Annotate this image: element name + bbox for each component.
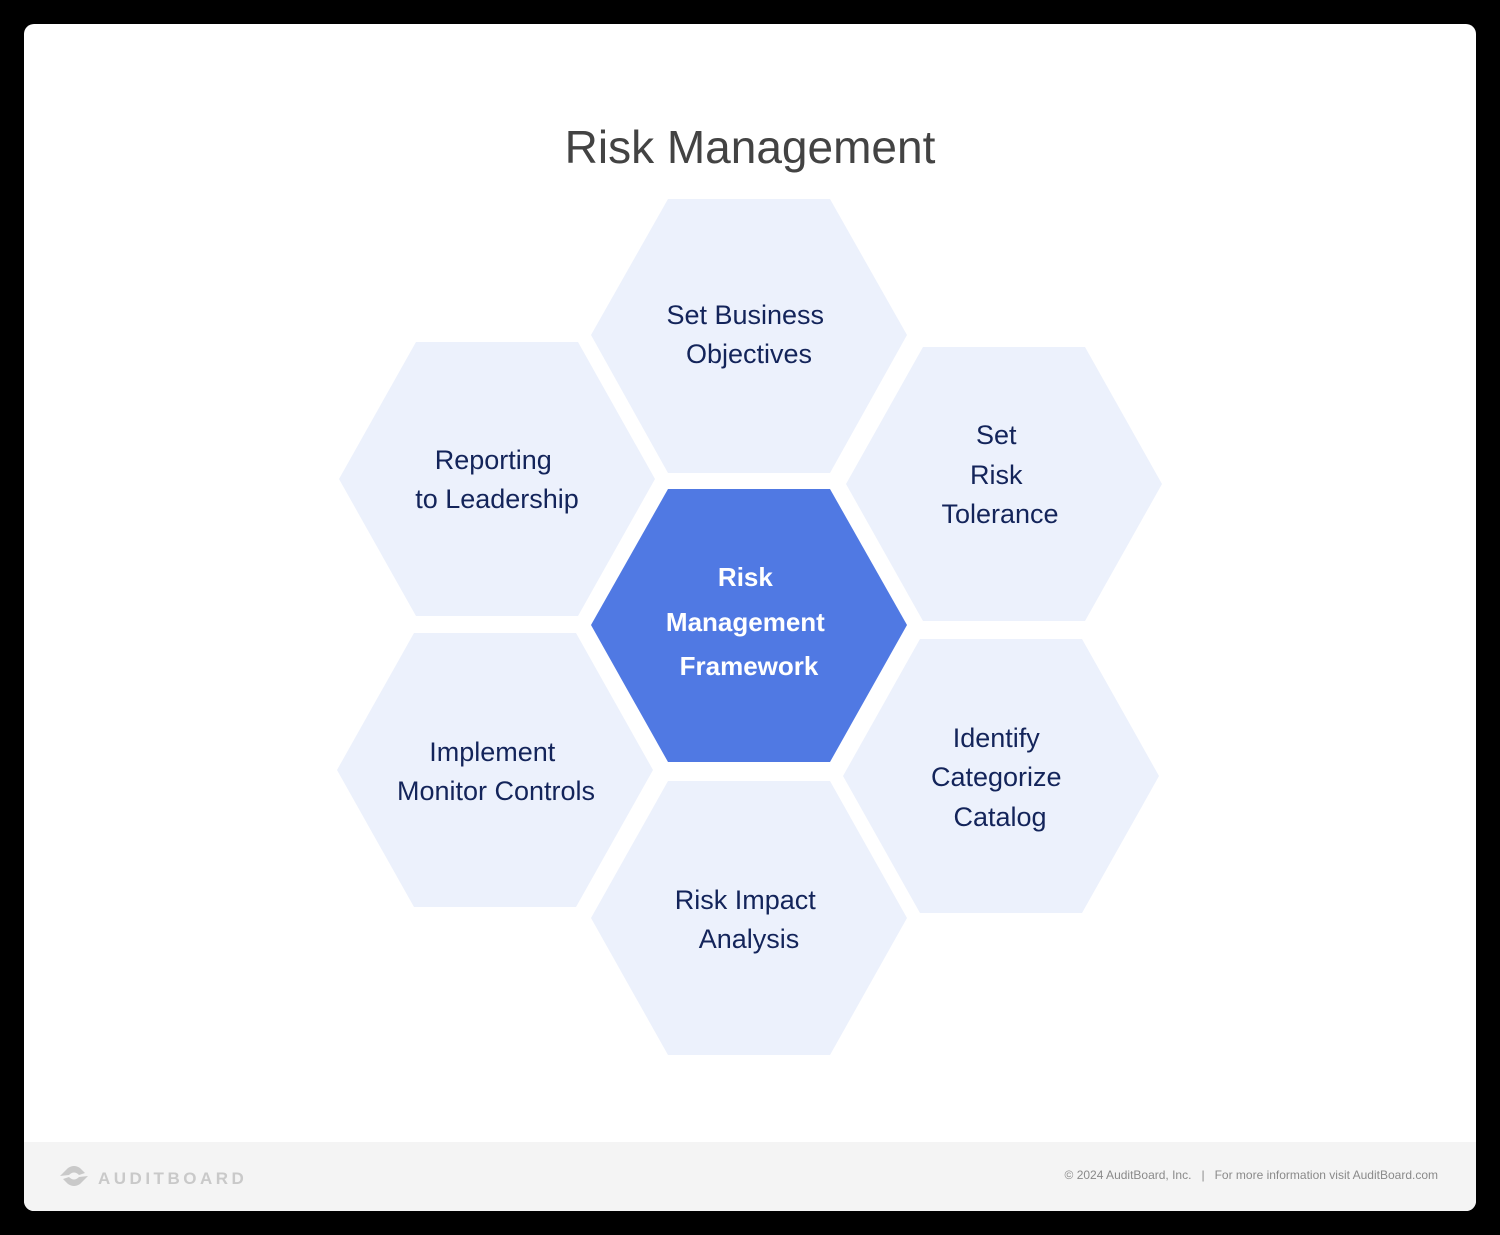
hexagon-shape [339, 342, 655, 616]
auditboard-logo-icon [58, 1164, 90, 1193]
hexagon-shape [591, 199, 907, 473]
page-title: Risk Management [564, 121, 936, 173]
logo-text: AUDITBOARD [98, 1168, 248, 1188]
hex-label-center: Risk Management Framework [666, 562, 832, 681]
hexagon-shape [846, 347, 1162, 621]
hexagon-shape-center [591, 489, 907, 762]
hexagon-shape [843, 639, 1159, 913]
copyright-text: © 2024 AuditBoard, Inc. [1064, 1168, 1192, 1182]
hex-set-business-objectives: Set Business Objectives [591, 199, 907, 473]
hex-label: Set Business Objectives [666, 300, 831, 369]
hex-label: Implement Monitor Controls [397, 737, 595, 806]
hex-set-risk-tolerance: Set Risk Tolerance [846, 347, 1162, 621]
hex-label: Identify Categorize Catalog [931, 723, 1069, 832]
hex-implement-monitor-controls: Implement Monitor Controls [337, 633, 653, 907]
footer-info: © 2024 AuditBoard, Inc. | For more infor… [1065, 1168, 1438, 1182]
more-info-link[interactable]: For more information visit AuditBoard.co… [1214, 1168, 1438, 1182]
footer: AUDITBOARD © 2024 AuditBoard, Inc. | For… [24, 1142, 1476, 1211]
hex-label: Risk Impact Analysis [675, 885, 824, 954]
auditboard-logo: AUDITBOARD [58, 1164, 247, 1193]
footer-separator: | [1201, 1168, 1205, 1182]
hexagon-shape [591, 781, 907, 1055]
infographic-card: Risk Management Set Business Objectives … [24, 24, 1476, 1211]
hex-label: Set Risk Tolerance [941, 420, 1058, 529]
hexagon-diagram: Set Business Objectives Reporting to Lea… [337, 199, 1162, 1055]
hex-identify-categorize-catalog: Identify Categorize Catalog [843, 639, 1159, 913]
hex-reporting-to-leadership: Reporting to Leadership [339, 342, 655, 616]
hexagon-shape [337, 633, 653, 907]
hex-label: Reporting to Leadership [415, 445, 579, 514]
hex-risk-management-framework: Risk Management Framework [591, 489, 907, 762]
hex-risk-impact-analysis: Risk Impact Analysis [591, 781, 907, 1055]
